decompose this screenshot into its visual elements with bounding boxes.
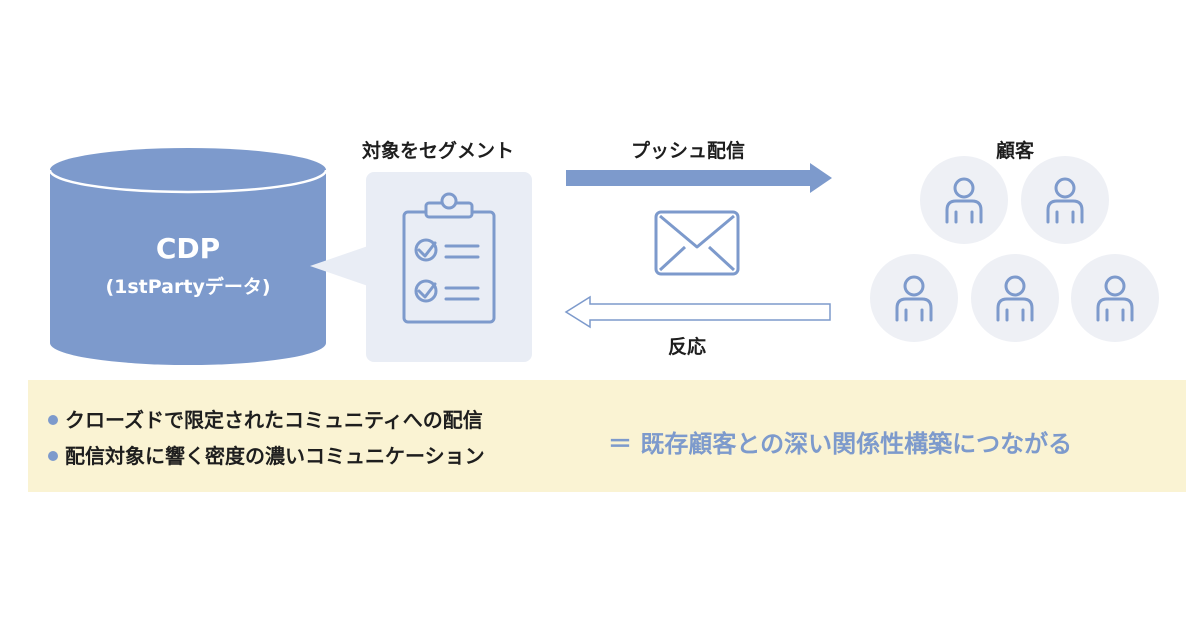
bullet-item: 配信対象に響く密度の濃いコミュニケーション — [48, 438, 485, 474]
cdp-title: CDP — [155, 232, 221, 265]
customer-person-icon — [870, 254, 958, 342]
bullet-list: クローズドで限定されたコミュニティへの配信 配信対象に響く密度の濃いコミュニケー… — [48, 402, 485, 474]
envelope-icon — [654, 210, 740, 276]
segment-label: 対象をセグメント — [362, 140, 515, 162]
conclusion-text: ＝ 既存顧客との深い関係性構築につながる — [608, 430, 1073, 458]
customer-person-icon — [1071, 254, 1159, 342]
arrow-left-outline-icon — [564, 295, 831, 329]
bullet-item: クローズドで限定されたコミュニティへの配信 — [48, 402, 485, 438]
cdp-subtitle: (1stPartyデータ) — [105, 276, 271, 298]
database-cylinder-icon — [48, 148, 328, 365]
bullet-dot-icon — [48, 415, 58, 425]
customer-person-icon — [971, 254, 1059, 342]
bullet-text: クローズドで限定されたコミュニティへの配信 — [65, 408, 483, 432]
customers-label: 顧客 — [996, 140, 1035, 162]
bullet-dot-icon — [48, 451, 58, 461]
reaction-label: 反応 — [668, 336, 707, 358]
push-label: プッシュ配信 — [631, 140, 746, 162]
customers-group — [870, 156, 1159, 342]
customer-person-icon — [1021, 156, 1109, 244]
customer-person-icon — [920, 156, 1008, 244]
segment-panel — [310, 172, 532, 362]
summary-band — [28, 380, 1186, 492]
clipboard-checklist-icon — [402, 192, 496, 324]
bullet-text: 配信対象に響く密度の濃いコミュニケーション — [65, 444, 485, 468]
arrow-right-icon — [566, 163, 832, 193]
